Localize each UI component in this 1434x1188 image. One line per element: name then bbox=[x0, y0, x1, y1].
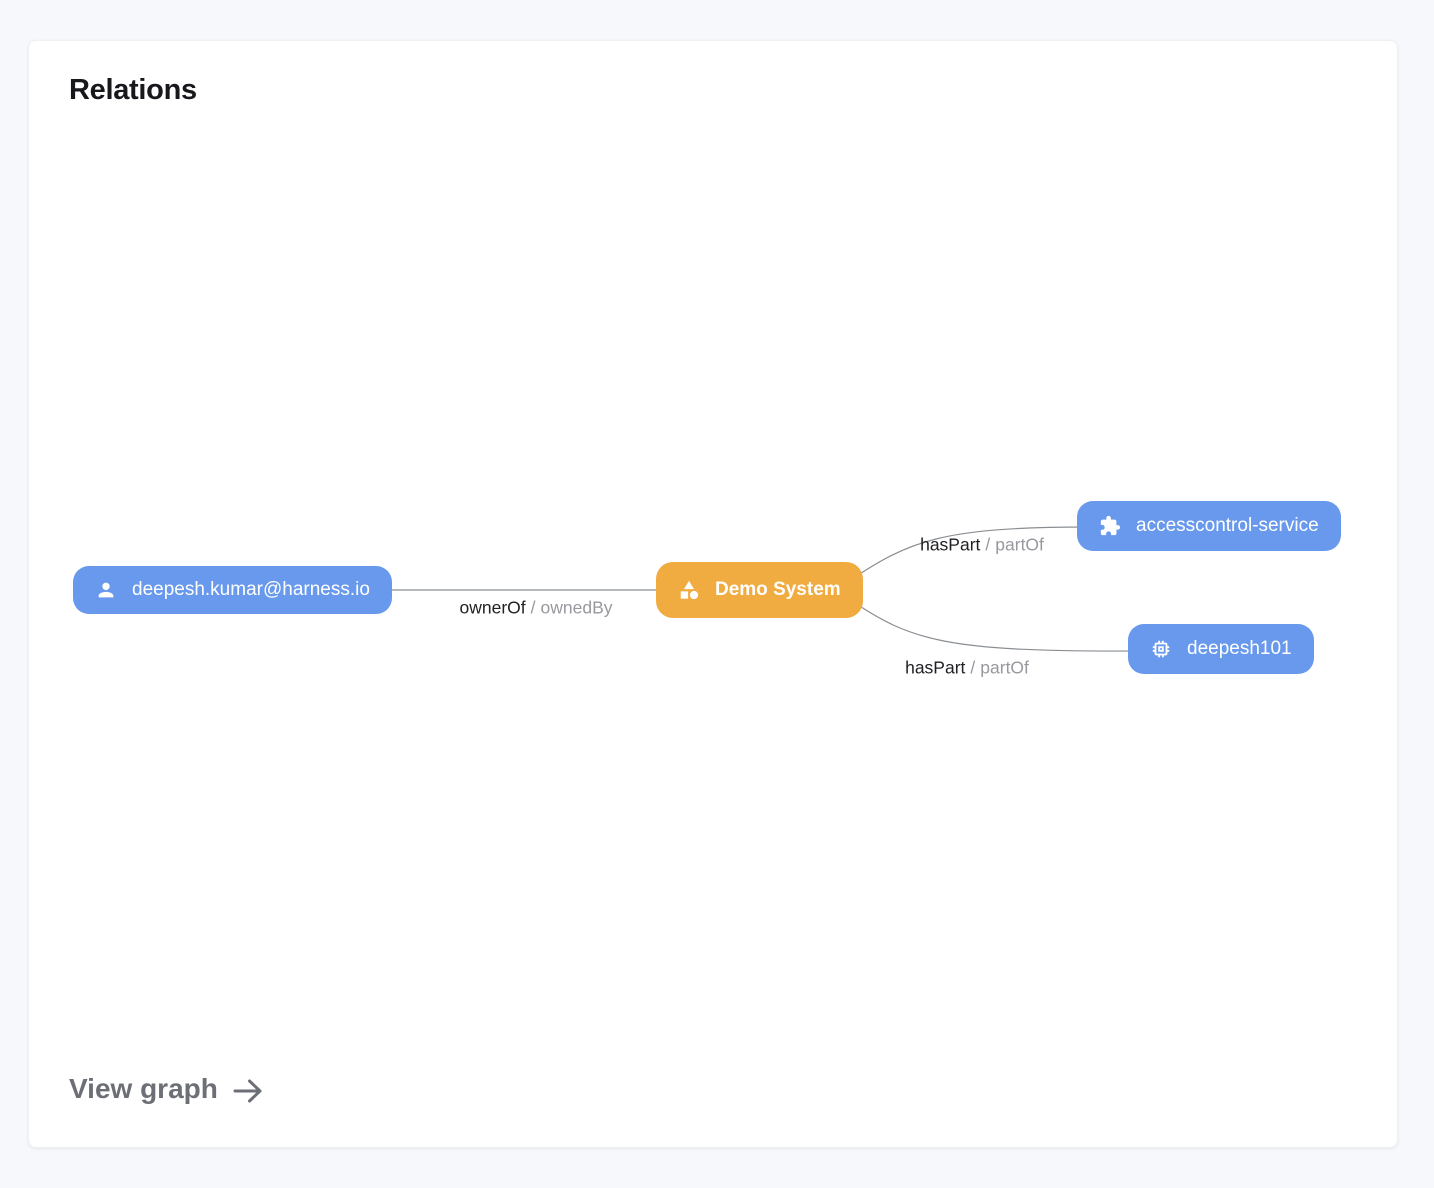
edge-haspart-service bbox=[848, 526, 1090, 582]
edge-label-primary: ownerOf bbox=[459, 597, 526, 618]
view-graph-label: View graph bbox=[69, 1073, 218, 1104]
edge-label-primary: hasPart bbox=[920, 534, 981, 555]
node-label: Demo System bbox=[715, 579, 841, 600]
extension-icon bbox=[1099, 515, 1121, 537]
node-demo-system[interactable]: Demo System bbox=[656, 562, 863, 618]
edge-label-separator: / bbox=[985, 534, 991, 555]
node-owner-user[interactable]: deepesh.kumar@harness.io bbox=[73, 566, 392, 614]
relations-edges bbox=[389, 526, 1140, 652]
edge-label-haspart-resource: hasPart / partOf bbox=[905, 658, 1029, 679]
relations-card: Relations deepesh.kumar@harness.io Demo … bbox=[28, 40, 1398, 1148]
person-icon bbox=[95, 579, 117, 601]
view-graph-link[interactable]: View graph bbox=[69, 1073, 264, 1105]
memory-icon bbox=[1150, 638, 1172, 660]
node-label: accesscontrol-service bbox=[1136, 515, 1319, 536]
node-deepesh101[interactable]: deepesh101 bbox=[1128, 624, 1314, 674]
edge-label-secondary: partOf bbox=[980, 657, 1029, 678]
node-label: deepesh.kumar@harness.io bbox=[132, 579, 370, 600]
edge-label-separator: / bbox=[530, 597, 536, 618]
arrow-right-icon bbox=[232, 1075, 264, 1104]
edge-haspart-resource bbox=[848, 598, 1140, 652]
edge-label-haspart-service: hasPart / partOf bbox=[920, 535, 1044, 556]
node-label: deepesh101 bbox=[1187, 638, 1292, 659]
node-accesscontrol-service[interactable]: accesscontrol-service bbox=[1077, 501, 1341, 551]
edge-label-separator: / bbox=[970, 657, 976, 678]
edge-label-ownerof: ownerOf / ownedBy bbox=[459, 598, 612, 619]
category-icon bbox=[678, 579, 700, 601]
card-title: Relations bbox=[69, 74, 197, 106]
edge-label-primary: hasPart bbox=[905, 657, 966, 678]
edge-label-secondary: ownedBy bbox=[540, 597, 613, 618]
edge-label-secondary: partOf bbox=[995, 534, 1044, 555]
relations-graph: deepesh.kumar@harness.io Demo System acc… bbox=[29, 41, 1397, 1147]
